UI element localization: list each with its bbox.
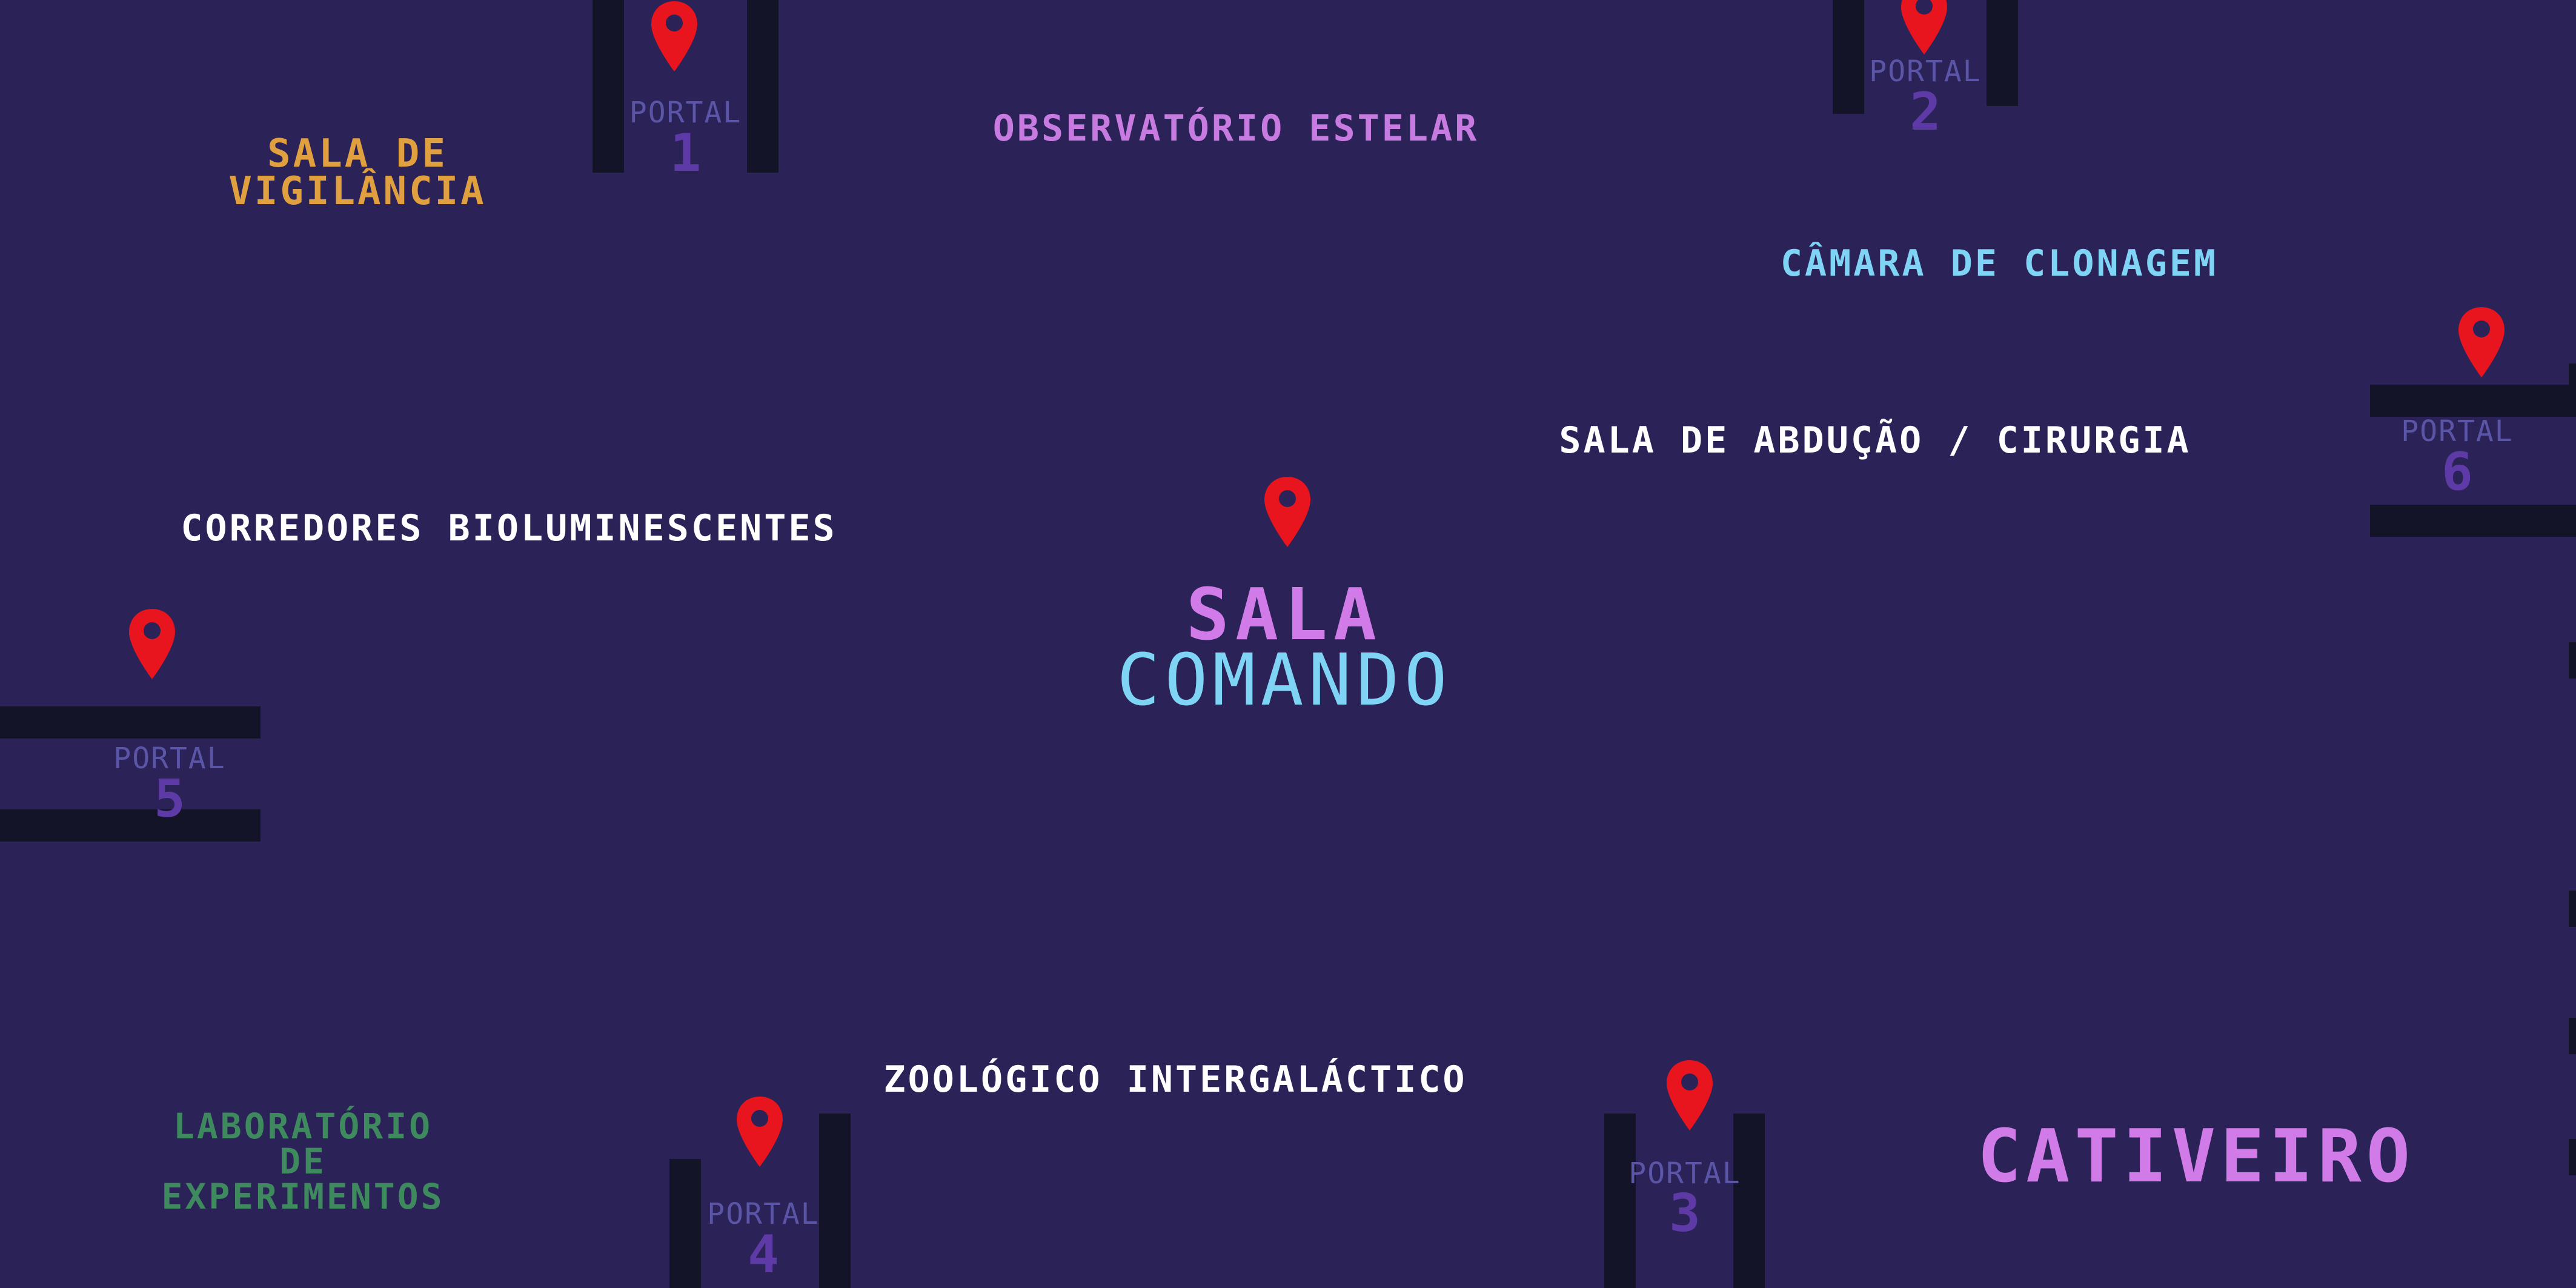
portal-6-wall-bottom [2370,505,2576,537]
room-comando-line1: SALA [1186,573,1383,656]
portal-1-wall-left [593,0,624,173]
portal-4-number: 4 [748,1224,779,1285]
portal-4-wall-right [819,1114,851,1288]
room-laboratorio: LABORATÓRIO DE EXPERIMENTOS [109,1109,497,1214]
room-zoologico: ZOOLÓGICO INTERGALÁCTICO [883,1058,1467,1101]
portal-6-wall-top [2370,385,2576,417]
map-pin-icon[interactable] [650,0,699,73]
right-edge-mark [2569,363,2576,388]
room-vigilancia-line1: SALA DE [267,131,448,176]
right-edge-mark [2569,891,2576,927]
portal-1-number: 1 [669,123,702,184]
portal-3-wall-right [1733,1114,1765,1288]
portal-2-number: 2 [1910,82,1941,142]
portal-2-wall-left [1833,0,1864,114]
portal-2-label: PORTAL [1869,55,1982,88]
portal-2-wall-right [1987,0,2018,106]
portal-6-number: 6 [2442,442,2473,502]
portal-1-wall-right [747,0,778,173]
room-cativeiro: CATIVEIRO [1977,1115,2415,1199]
map-pin-icon[interactable] [2457,306,2506,379]
portal-5-number: 5 [154,769,185,829]
map-pin-icon[interactable] [1263,476,1312,548]
portal-3-wall-left [1604,1114,1636,1288]
portal-3-number: 3 [1669,1183,1701,1244]
room-comando: SALA COMANDO [1018,579,1551,715]
room-abducao: SALA DE ABDUÇÃO / CIRURGIA [1559,419,2191,462]
right-edge-mark [2569,1018,2576,1054]
portal-5-label: PORTAL [113,742,226,775]
map-pin-icon[interactable] [1665,1059,1714,1132]
room-comando-line2: COMANDO [1117,638,1452,722]
room-observatorio: OBSERVATÓRIO ESTELAR [992,107,1479,150]
room-corredores: CORREDORES BIOLUMINESCENTES [181,507,837,549]
room-laboratorio-line1: LABORATÓRIO [173,1106,433,1147]
portal-6-label: PORTAL [2401,414,2514,448]
right-edge-mark [2569,642,2576,679]
room-vigilancia-line2: VIGILÂNCIA [228,169,486,214]
portal-4-label: PORTAL [707,1197,820,1231]
room-laboratorio-line2: DE [279,1141,327,1182]
map-pin-icon[interactable] [128,608,176,680]
room-laboratorio-line3: EXPERIMENTOS [161,1176,445,1217]
portal-1-label: PORTAL [629,96,742,130]
right-edge-mark [2569,1139,2576,1175]
map-pin-icon[interactable] [1900,0,1948,56]
room-clonagem: CÂMARA DE CLONAGEM [1780,242,2219,285]
portal-3-label: PORTAL [1628,1157,1741,1190]
room-vigilancia: SALA DE VIGILÂNCIA [200,134,515,211]
portal-5-wall-bottom [0,809,261,842]
portal-4-wall-left [669,1159,701,1288]
portal-5-wall-top [0,706,261,739]
map-pin-icon[interactable] [735,1095,784,1168]
